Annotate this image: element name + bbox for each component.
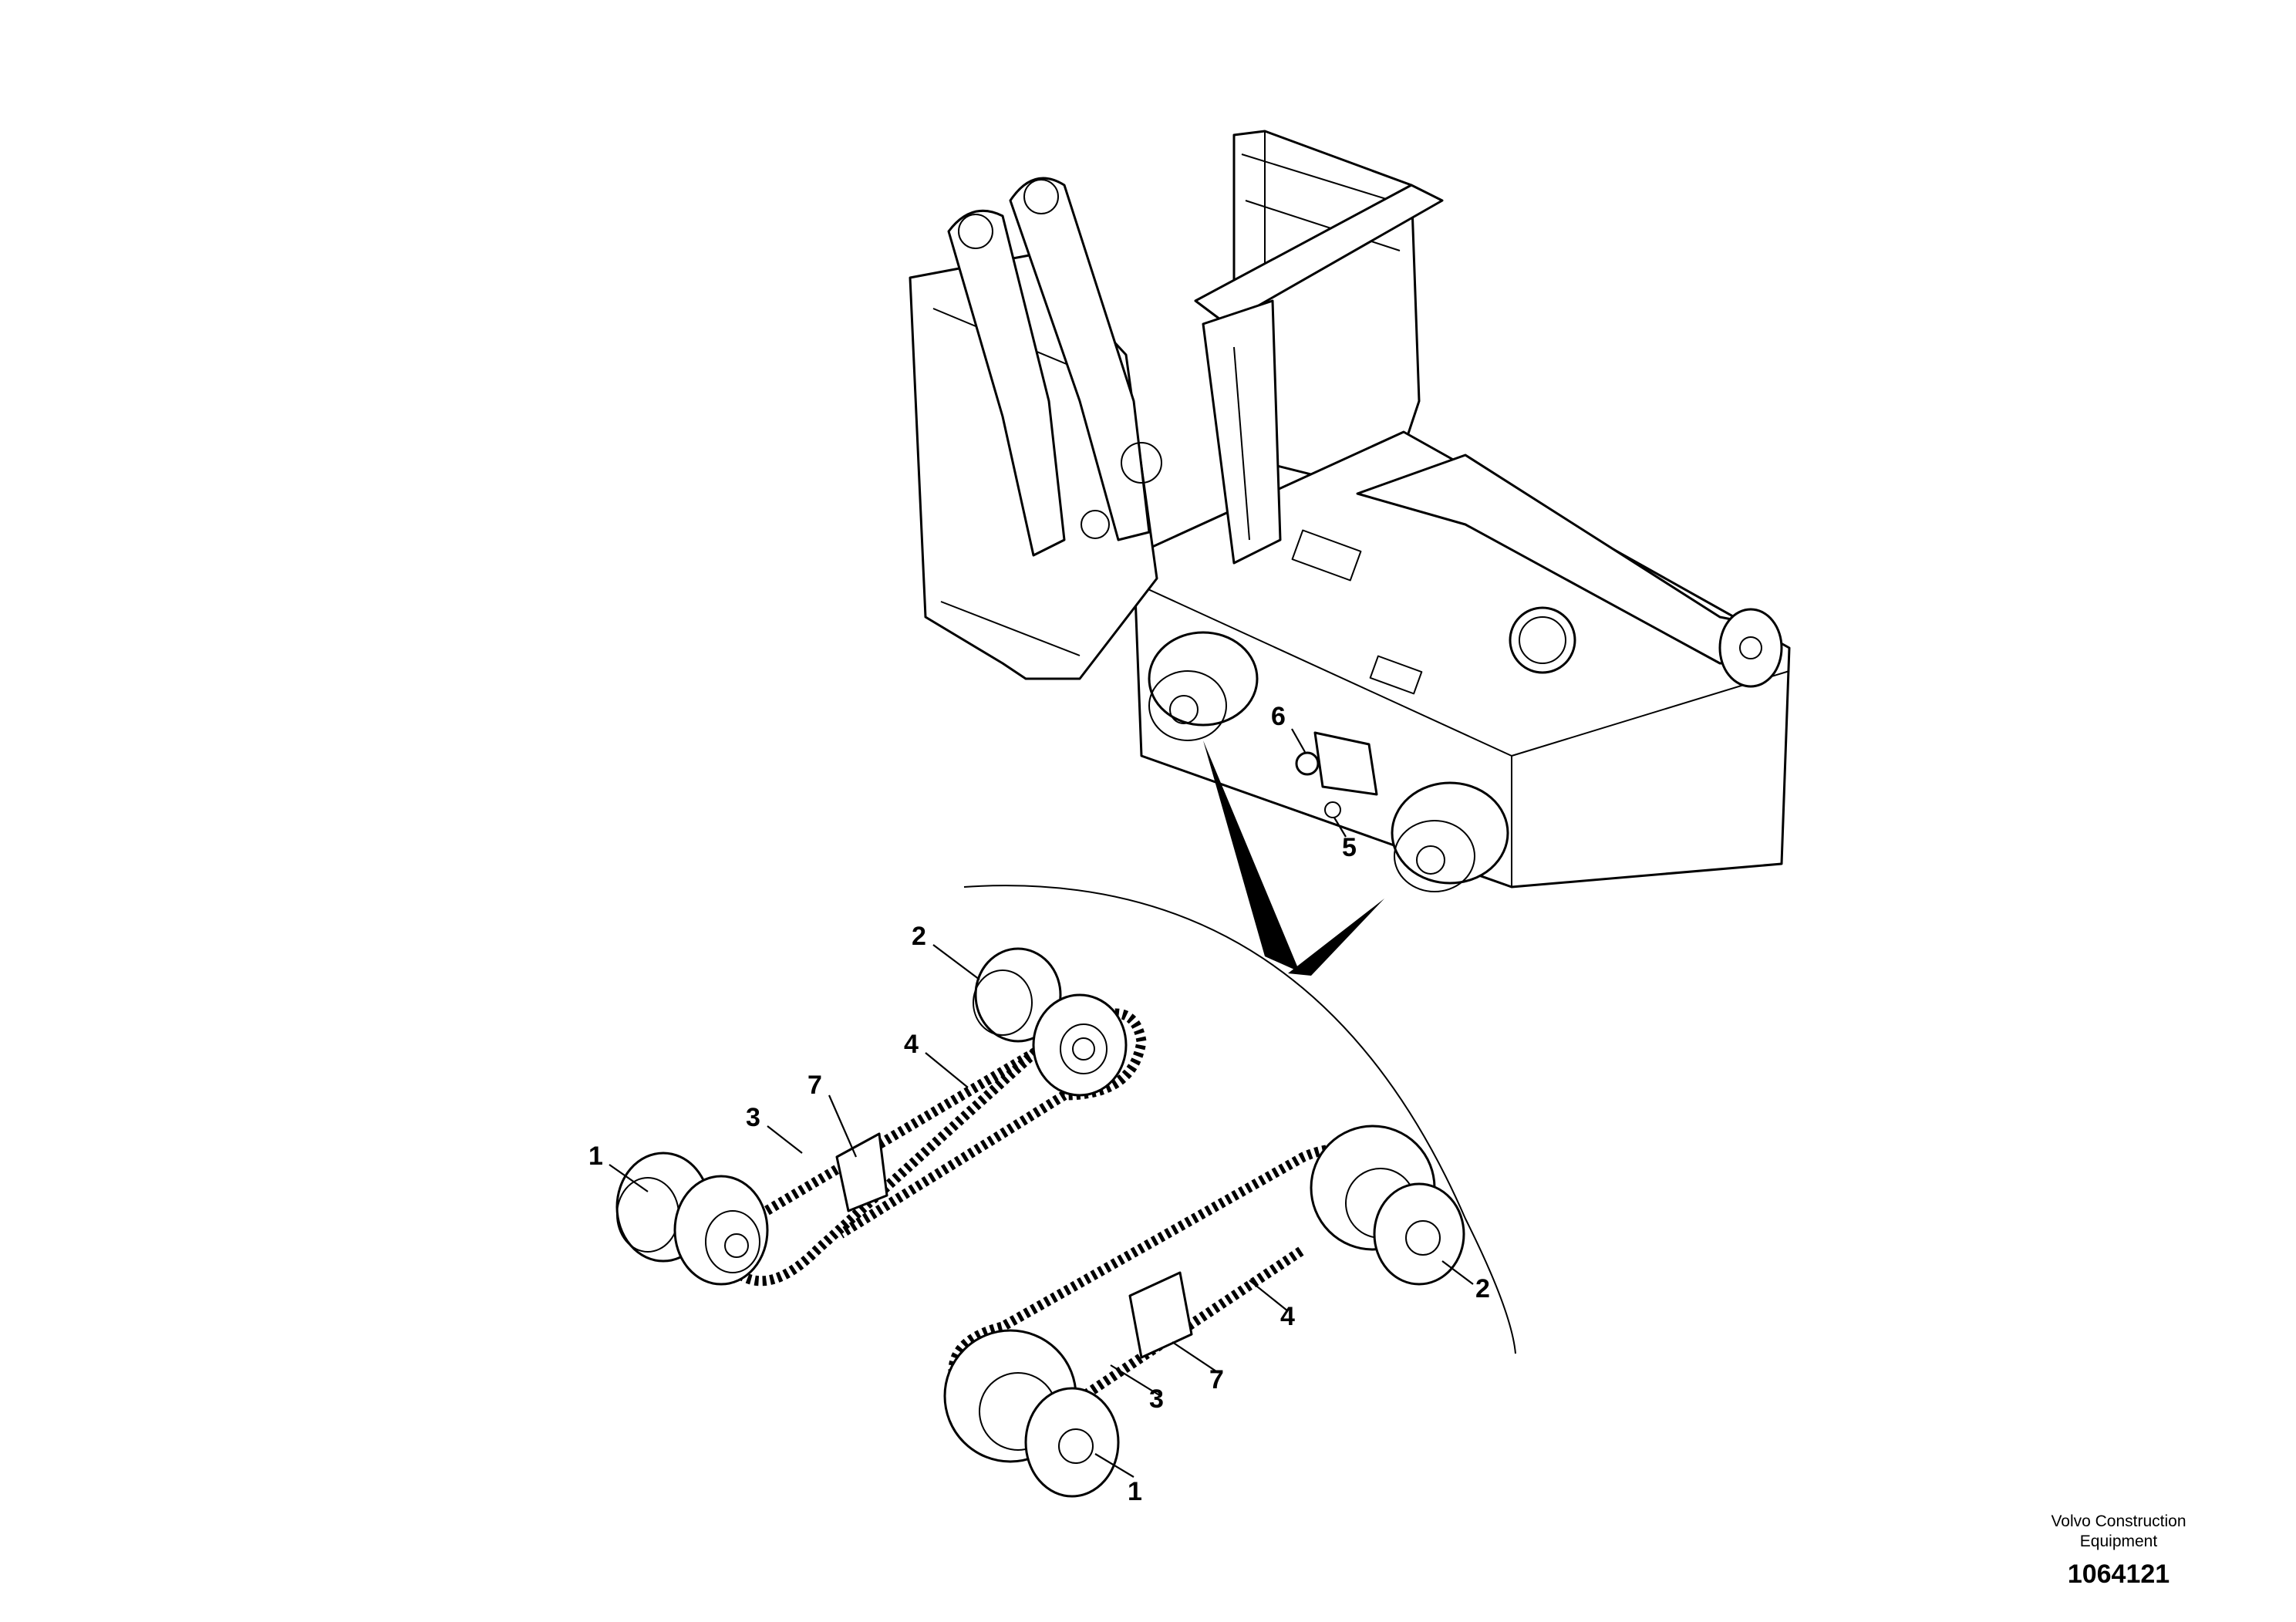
hub-2-left <box>974 947 1062 1043</box>
plate-7-right <box>1128 1271 1193 1359</box>
callout-4b: 4 <box>1280 1302 1295 1331</box>
publisher-block: Volvo Construction Equipment 1064121 <box>2003 1512 2234 1590</box>
frame-hub-left <box>1148 631 1259 741</box>
callout-2b: 2 <box>1475 1274 1490 1303</box>
detail-circle-arc <box>963 885 1516 1354</box>
hub-2-right <box>1373 1182 1465 1286</box>
document-number: 1064121 <box>2067 1560 2170 1589</box>
frame-hub-right <box>1391 781 1509 892</box>
callout-6: 6 <box>1271 702 1286 731</box>
callout-1a: 1 <box>588 1141 603 1171</box>
chain-4-left <box>725 1022 1068 1286</box>
detail-pointer-left <box>1203 740 1300 972</box>
machine-frame <box>909 130 1791 889</box>
callout-1b: 1 <box>1128 1477 1142 1506</box>
callout-5: 5 <box>1342 833 1357 862</box>
frame-hub-far <box>1718 608 1783 688</box>
plug-5 <box>1324 801 1341 818</box>
plate-7-left <box>835 1132 888 1212</box>
publisher-name-line1: Volvo Construction <box>2051 1512 2186 1530</box>
callout-3a: 3 <box>746 1103 760 1132</box>
detail-pointer-right <box>1288 899 1384 976</box>
callout-3b: 3 <box>1149 1384 1164 1414</box>
callout-4a: 4 <box>904 1030 919 1059</box>
callout-2a: 2 <box>912 922 926 951</box>
hub-1-right <box>1024 1387 1120 1498</box>
publisher-name-line2: Equipment <box>2079 1533 2158 1550</box>
callout-7b: 7 <box>1209 1365 1224 1394</box>
callout-labels: 1 2 3 4 7 1 2 3 4 7 5 6 <box>588 702 1490 1506</box>
leader-lines <box>609 728 1474 1478</box>
left-chain-assembly <box>615 947 1147 1286</box>
frame-cover-plate <box>1313 731 1378 796</box>
callout-7a: 7 <box>807 1071 822 1100</box>
plug-6 <box>1295 751 1320 776</box>
right-chain-assembly <box>943 1125 1465 1498</box>
